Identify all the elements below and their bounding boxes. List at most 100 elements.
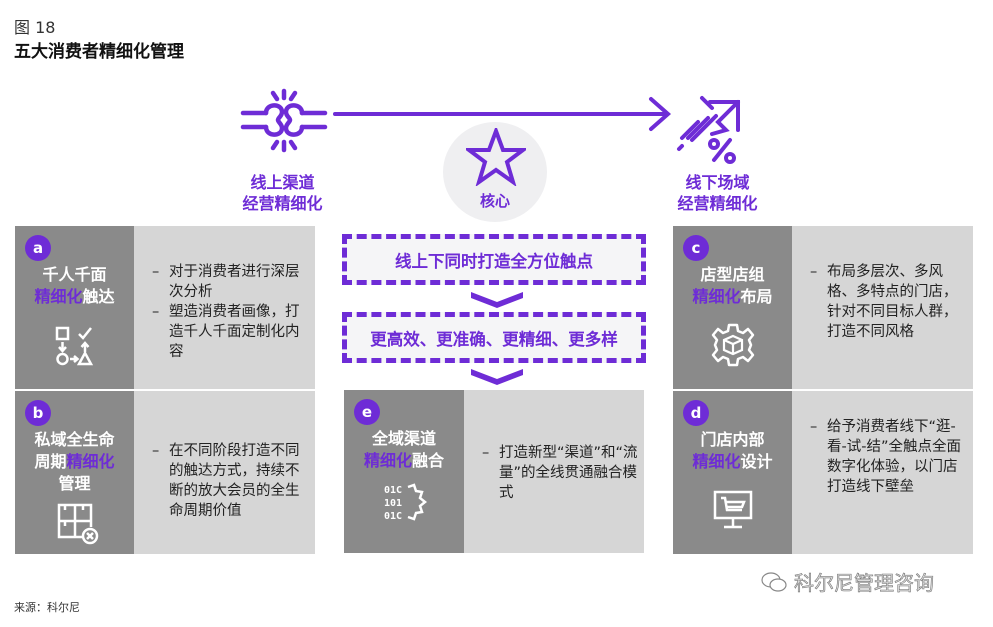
wechat-icon: [761, 571, 787, 592]
desc-text: 对于消费者进行深层次分析: [169, 264, 300, 300]
monitor-cart-icon: [713, 490, 753, 529]
chevron-down-icon: [471, 369, 523, 385]
card-d-desc-item: –给予消费者线下“逛-看-试-结”全触点全面数字化体验，以门店打造线下壁垒: [810, 417, 970, 497]
online-channel-line1: 线上渠道: [250, 173, 315, 192]
gear-box-icon: [711, 323, 755, 367]
card-c-title-line2: 精细化布局: [673, 286, 792, 308]
core-label: 核心: [479, 192, 510, 210]
card-b-desc: –在不同阶段打造不同的触达方式，持续不断的放大会员的全生命周期价值: [152, 441, 312, 521]
card-b-title-line3: 管理: [58, 474, 91, 493]
card-a-left: a 千人千面 精细化触达: [15, 226, 134, 389]
card-d-left: d 门店内部 精细化设计: [673, 391, 792, 554]
card-b-badge: b: [25, 400, 51, 426]
watermark-text: 科尔尼管理咨询: [794, 571, 935, 596]
touchpoint-box: 线上下同时打造全方位触点: [342, 234, 646, 285]
card-a-desc-item: –塑造消费者画像，打造千人千面定制化内容: [152, 302, 312, 362]
card-c-title-line1: 店型店组: [700, 265, 765, 284]
card-e-title-rest: 融合: [412, 451, 445, 470]
benefit-box: 更高效、更准确、更精细、更多样: [342, 312, 646, 363]
desc-text: 在不同阶段打造不同的触达方式，持续不断的放大会员的全生命周期价值: [169, 443, 300, 519]
benefit-text: 更高效、更准确、更精细、更多样: [370, 329, 618, 349]
card-e-left: e 全域渠道 精细化融合 01C 101 01C: [344, 390, 464, 553]
card-e-title-highlight: 精细化: [363, 451, 412, 470]
desc-text: 给予消费者线下“逛-看-试-结”全触点全面数字化体验，以门店打造线下壁垒: [827, 419, 961, 495]
card-b-title-line1: 私域全生命: [34, 430, 115, 449]
workflow-shapes-icon: [55, 326, 94, 366]
card-a: a 千人千面 精细化触达 –对于消费者进行深层次分析 –塑造消费者画像，打造千人…: [15, 226, 315, 389]
card-c-right: –布局多层次、多风格、多特点的门店，针对不同目标人群，打造不同风格: [792, 226, 973, 389]
online-channel-label: 线上渠道 经营精细化: [215, 172, 350, 214]
card-d-title: 门店内部 精细化设计: [673, 429, 792, 473]
card-e: e 全域渠道 精细化融合 01C 101 01C –打造新型“渠道”和“流量”的全线…: [344, 390, 644, 553]
offline-field-label: 线下场域 经营精细化: [650, 172, 785, 214]
card-d-title-highlight: 精细化: [692, 452, 741, 471]
card-e-title-line1: 全域渠道: [371, 429, 436, 448]
svg-text:01C: 01C: [384, 511, 402, 522]
desc-text: 打造新型“渠道”和“流量”的全线贯通融合模式: [499, 445, 638, 501]
svg-text:101: 101: [384, 498, 402, 509]
card-b-desc-item: –在不同阶段打造不同的触达方式，持续不断的放大会员的全生命周期价值: [152, 441, 312, 521]
binary-gear-icon: 01C 101 01C: [384, 483, 428, 522]
card-c-desc: –布局多层次、多风格、多特点的门店，针对不同目标人群，打造不同风格: [810, 262, 970, 342]
card-c-title: 店型店组 精细化布局: [673, 264, 792, 308]
card-b-title-highlight: 精细化: [66, 452, 115, 471]
grid-cancel-icon: [57, 503, 99, 545]
figure-label: 图 18: [14, 18, 56, 37]
card-b-left: b 私域全生命 周期精细化 管理: [15, 391, 134, 554]
card-c-badge: c: [683, 235, 709, 261]
dash: –: [810, 419, 818, 435]
card-e-desc: –打造新型“渠道”和“流量”的全线贯通融合模式: [482, 443, 642, 503]
card-a-title: 千人千面 精细化触达: [15, 264, 134, 308]
card-b: b 私域全生命 周期精细化 管理 –在不同阶段打造不同的触达方式，持续不断的放大…: [15, 391, 315, 554]
card-a-right: –对于消费者进行深层次分析 –塑造消费者画像，打造千人千面定制化内容: [134, 226, 315, 389]
card-e-desc-item: –打造新型“渠道”和“流量”的全线贯通融合模式: [482, 443, 642, 503]
source-note: 来源：科尔尼: [14, 601, 80, 614]
card-d-title-line1: 门店内部: [700, 430, 765, 449]
card-d-title-line2: 精细化设计: [673, 451, 792, 473]
card-d-title-rest: 设计: [740, 452, 773, 471]
card-c-title-highlight: 精细化: [692, 287, 741, 306]
chevron-down-icon: [471, 292, 523, 308]
offline-field-line2: 经营精细化: [677, 194, 758, 213]
card-e-title-line2: 精细化融合: [344, 450, 464, 472]
dash: –: [152, 443, 160, 459]
card-b-title: 私域全生命 周期精细化 管理: [15, 429, 134, 495]
card-d-right: –给予消费者线下“逛-看-试-结”全触点全面数字化体验，以门店打造线下壁垒: [792, 391, 973, 554]
dash: –: [152, 264, 160, 280]
card-a-title-highlight: 精细化: [34, 287, 83, 306]
dash: –: [152, 304, 160, 320]
card-a-badge: a: [25, 235, 51, 261]
dash: –: [810, 264, 818, 280]
card-a-desc: –对于消费者进行深层次分析 –塑造消费者画像，打造千人千面定制化内容: [152, 262, 312, 362]
touchpoint-text: 线上下同时打造全方位触点: [395, 251, 593, 271]
card-e-right: –打造新型“渠道”和“流量”的全线贯通融合模式: [464, 390, 644, 553]
card-a-title-rest: 触达: [82, 287, 115, 306]
figure-title: 五大消费者精细化管理: [14, 42, 184, 62]
desc-text: 塑造消费者画像，打造千人千面定制化内容: [169, 304, 300, 360]
card-a-title-line2: 精细化触达: [15, 286, 134, 308]
arrow-right-icon: [333, 97, 672, 131]
offline-field-line1: 线下场域: [685, 173, 750, 192]
card-a-desc-item: –对于消费者进行深层次分析: [152, 262, 312, 302]
card-c-left: c 店型店组 精细化布局: [673, 226, 792, 389]
card-d: d 门店内部 精细化设计 –给予消费者线下“逛-看-试-结”全触点全面数字化体验…: [673, 391, 973, 554]
card-c: c 店型店组 精细化布局 –布局多层次、多风格、多特点的门店，针对不同目标人群，…: [673, 226, 973, 389]
broken-link-icon: [240, 88, 328, 153]
card-b-right: –在不同阶段打造不同的触达方式，持续不断的放大会员的全生命周期价值: [134, 391, 315, 554]
card-d-badge: d: [683, 400, 709, 426]
card-b-title-pre: 周期: [34, 452, 67, 471]
svg-text:01C: 01C: [384, 485, 402, 496]
card-d-desc: –给予消费者线下“逛-看-试-结”全触点全面数字化体验，以门店打造线下壁垒: [810, 417, 970, 497]
star-icon: [466, 128, 526, 186]
card-b-title-line2: 周期精细化: [15, 451, 134, 473]
desc-text: 布局多层次、多风格、多特点的门店，针对不同目标人群，打造不同风格: [827, 264, 958, 340]
card-e-badge: e: [354, 399, 380, 425]
percent-growth-arrow-icon: [677, 96, 740, 164]
card-a-title-line1: 千人千面: [42, 265, 107, 284]
dash: –: [482, 445, 490, 461]
card-c-title-rest: 布局: [740, 287, 773, 306]
online-channel-line2: 经营精细化: [242, 194, 323, 213]
card-c-desc-item: –布局多层次、多风格、多特点的门店，针对不同目标人群，打造不同风格: [810, 262, 970, 342]
watermark: 科尔尼管理咨询: [760, 567, 934, 596]
card-e-title: 全域渠道 精细化融合: [344, 428, 464, 472]
